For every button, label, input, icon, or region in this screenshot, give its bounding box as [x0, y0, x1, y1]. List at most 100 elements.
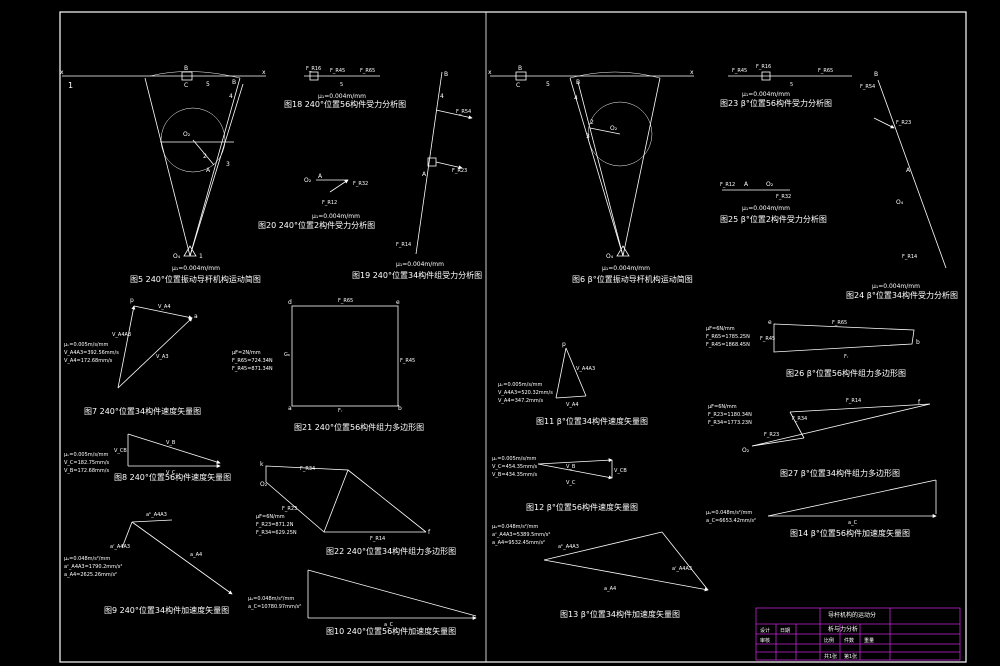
figure-caption: 图13 β°位置34构件加速度矢量图 [560, 609, 680, 619]
fig27-force-polygon: O₂ f F_R14 F_R34 F_R23 μF=6N/mm F_R23=11… [708, 398, 931, 478]
value-note: F_R65=1785.25N [706, 334, 750, 340]
fig11-velocity-diagram: p V_A4A3 V_A4 μᵥ=0.005m/s/mm V_A4A3=520.… [498, 341, 648, 426]
figure-caption: 图5 240°位置振动导杆机构运动简图 [130, 274, 261, 284]
link-label: 5 [790, 82, 793, 88]
force-label: F_R12 [322, 200, 337, 206]
drawing-title: 导杆机构的运动分 [828, 611, 876, 619]
scale-note: μ₁=0.004m/mm [172, 265, 220, 272]
vector-label: V_A4A3 [112, 332, 131, 338]
point-label: B [518, 65, 522, 72]
fig5-mechanism-diagram: x x 1 B C 5 B O₂ 2 3 4 A O₄ 1 μ₁=0.004m/… [60, 65, 266, 284]
vector-label: aʳ_A4A3 [110, 544, 130, 550]
value-note: V_B=434.35mm/s [492, 472, 537, 478]
force-label: F_R16 [306, 66, 321, 72]
point-label: C [516, 82, 520, 89]
vector-label: V_C [566, 480, 576, 486]
scale-note: μᵥ=0.005m/s/mm [492, 456, 536, 462]
force-label: F_R54 [860, 84, 875, 90]
figure-caption: 图10 240°位置56构件加速度矢量图 [326, 626, 456, 636]
fig7-velocity-diagram: p a V_A4 V_A4A3 V_A3 μᵥ=0.005m/s/mm V_A4… [64, 297, 201, 416]
vector-label: V_A4A3 [576, 366, 595, 372]
value-note: a_A4=2625.26mm/s² [64, 572, 117, 578]
vector-label: V_A3 [156, 354, 169, 360]
title-block: 导杆机构的运动分 析与力分析 设计 审核 日期 比例 件数 重量 共1张 第1张 [755, 607, 961, 661]
force-label: F_R23 [282, 506, 297, 512]
point-label: p [562, 341, 566, 348]
scale-note: μᵥ=0.005m/s/mm [64, 452, 108, 458]
fig18-force-diagram: F_R16 F_R45 F_R65 5 μ₁=0.004m/mm 图18 240… [284, 66, 406, 109]
scale-note: μ₁=0.004m/mm [742, 205, 790, 212]
force-label: F_R34 [792, 416, 807, 422]
value-note: aᶜ_A4A3=1790.2mm/s² [64, 564, 122, 570]
figure-caption: 图11 β°位置34构件速度矢量图 [536, 416, 648, 426]
fig23-force-diagram: F_R45 F_R16 F_R65 5 μ₁=0.004m/mm 图23 β°位… [720, 64, 852, 108]
fig10-acceleration-diagram: a_C μₐ=0.048m/s²/mm a_C=10780.97mm/s² 图1… [248, 569, 477, 636]
point-label: k [260, 461, 264, 468]
point-label: a [288, 405, 292, 412]
link-label: 3 [226, 161, 230, 168]
point-label: f [428, 529, 431, 536]
force-label: F_R34 [300, 466, 315, 472]
figure-caption: 图26 β°位置56构件组力多边形图 [786, 368, 906, 378]
vector-label: aᵏ_A4A3 [558, 544, 579, 550]
vector-label: V_A4 [566, 402, 579, 408]
scale-note: μ₁=0.004m/mm [872, 283, 920, 290]
force-label: F_R32 [353, 181, 368, 187]
fig9-acceleration-diagram: aᵏ_A4A3 aʳ_A4A3 a_A4 μₐ=0.048m/s²/mm aᶜ_… [64, 512, 233, 615]
fig6-mechanism-diagram: x x B C 5 B O₂ 2 3 4 O₄ μ₁=0.004m/mm 图6 … [488, 65, 694, 284]
figure-caption: 图12 β°位置56构件速度矢量图 [526, 502, 638, 512]
value-note: V_B=172.68mm/s [64, 468, 109, 474]
vector-label: V_B [166, 440, 176, 446]
force-label: G₆ [284, 352, 290, 358]
point-label: A [206, 167, 211, 174]
link-label: 3 [586, 133, 590, 140]
force-label: F_R32 [776, 194, 791, 200]
axis-label: x [488, 69, 492, 76]
value-note: V_A4=172.68mm/s [64, 358, 113, 364]
force-label: F_R45 [330, 68, 345, 74]
figure-caption: 图22 240°位置34构件组力多边形图 [326, 546, 456, 556]
link-label: 2 [203, 153, 207, 160]
force-label: F_R45 [400, 358, 415, 364]
point-label: O₄ [173, 253, 181, 260]
link-label: 1 [68, 81, 73, 90]
vector-label: V_B [566, 464, 576, 470]
value-note: F_R65=724.34N [232, 358, 273, 364]
force-label: F_R65 [832, 320, 847, 326]
point-label: A [744, 181, 749, 188]
force-label: F_R14 [396, 242, 411, 248]
axis-label: x [262, 69, 266, 76]
scale-note: μₐ=0.048m/s²/mm [492, 524, 538, 530]
fig21-force-polygon: d e a b F_R65 F_R45 Fᵣ G₆ μF=2N/mm F_R65… [232, 298, 424, 432]
figure-caption: 图23 β°位置56构件受力分析图 [720, 98, 832, 108]
force-label: F_R65 [338, 298, 353, 304]
fig25-force-diagram: F_R12 A O₂ F_R32 μ₁=0.004m/mm 图25 β°位置2构… [720, 181, 827, 224]
point-label: C [184, 82, 188, 89]
figure-caption: 图25 β°位置2构件受力分析图 [720, 214, 827, 224]
point-label: e [768, 319, 772, 326]
scale-note: μF=6N/mm [708, 404, 737, 410]
force-label: F_R14 [902, 254, 917, 260]
link-label: 1 [199, 253, 203, 260]
vector-label: V_C [166, 470, 176, 476]
force-label: Fᵣ [338, 408, 343, 414]
axis-label: x [60, 69, 64, 76]
sheet-border [59, 11, 967, 663]
point-label: B [874, 71, 878, 78]
scale-note: μₐ=0.048m/s²/mm [706, 510, 752, 516]
figure-caption: 图24 β°位置34构件受力分析图 [846, 290, 958, 300]
link-label: 4 [440, 93, 444, 100]
point-label: B [184, 65, 188, 72]
point-label: a [194, 313, 198, 320]
link-label: 4 [229, 93, 233, 100]
point-label: O₂ [260, 481, 268, 488]
link-label: 5 [546, 81, 550, 88]
link-label: 5 [340, 82, 343, 88]
value-note: V_A4=347.2mm/s [498, 398, 543, 404]
figure-caption: 图7 240°位置34构件速度矢量图 [84, 406, 201, 416]
scale-note: μₐ=0.048m/s²/mm [64, 556, 110, 562]
title-block-cell: 日期 [780, 628, 790, 634]
fig19-force-diagram: B 4 F_R54 A F_R23 F_R14 μ₁=0.004m/mm 图19… [352, 71, 482, 280]
fig24-force-diagram: B F_R54 F_R23 A O₄ F_R14 μ₁=0.004m/mm 图2… [846, 71, 958, 300]
figure-caption: 图21 240°位置56构件组力多边形图 [294, 422, 424, 432]
